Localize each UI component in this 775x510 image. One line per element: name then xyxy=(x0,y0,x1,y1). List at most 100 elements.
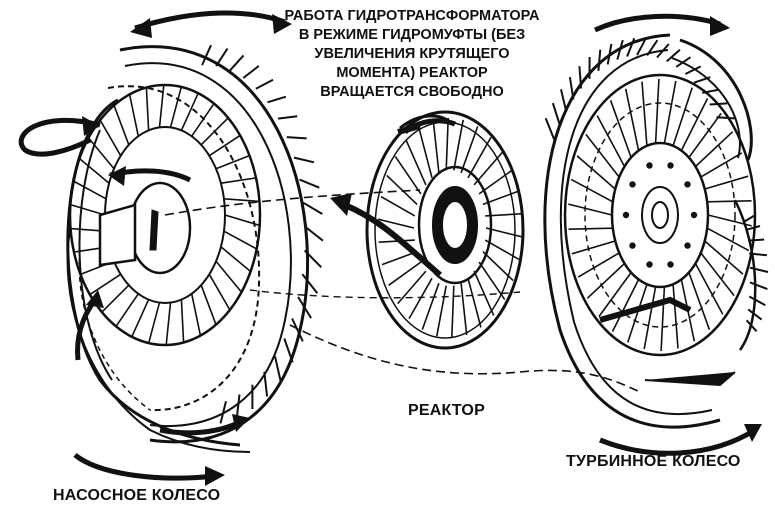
pump-blade xyxy=(180,92,199,131)
reactor-blade xyxy=(405,140,427,186)
turbine-blade xyxy=(672,87,693,146)
turbine-blade xyxy=(609,100,632,158)
pump-label: НАСОСНОЕ КОЛЕСО xyxy=(53,487,221,504)
turbine-blade xyxy=(627,284,648,343)
title-line: В РЕЖИМЕ ГИДРОМУФТЫ (БЕЗ xyxy=(298,27,526,43)
pump-blade xyxy=(215,154,250,170)
reactor-blade xyxy=(436,285,447,337)
pump-blade xyxy=(223,230,258,250)
reactor-blade xyxy=(473,270,495,316)
turbine-bolt xyxy=(667,261,674,268)
turbine-comb-vane xyxy=(746,225,761,231)
turbine-blade xyxy=(585,133,620,178)
reactor-blade xyxy=(418,128,433,179)
turbine-slot xyxy=(684,65,702,75)
reactor-blade xyxy=(388,261,422,286)
pump-slot xyxy=(304,225,324,242)
reactor-blade xyxy=(408,277,433,319)
reactor-blade xyxy=(394,155,422,195)
turbine-bolt xyxy=(684,242,691,249)
pump-slot xyxy=(201,44,212,66)
pump-blade xyxy=(220,246,252,273)
pump-slot xyxy=(255,78,274,90)
reactor-blade xyxy=(451,285,455,339)
pump-blade xyxy=(145,87,150,131)
turbine-blade xyxy=(680,98,709,151)
pump-slot xyxy=(301,273,319,294)
turbine-slot xyxy=(693,76,711,84)
rotation-arrow-icon xyxy=(18,10,762,486)
turbine-blade xyxy=(694,131,734,168)
turbine-bolt xyxy=(629,242,636,249)
pump-blade xyxy=(200,284,217,325)
turbine-slot xyxy=(544,117,556,141)
pump-slot xyxy=(215,47,229,67)
turbine-blade xyxy=(672,284,679,349)
reactor-blade xyxy=(467,137,492,179)
reactor-blade xyxy=(397,270,427,305)
turbine-comb-vane xyxy=(749,266,769,273)
reactor-label: РЕАКТОР xyxy=(408,402,485,419)
turbine-slot xyxy=(616,39,624,60)
turbine-blade xyxy=(700,152,743,178)
turbine-bolt xyxy=(622,211,630,219)
pump-blade xyxy=(190,293,202,336)
turbine-slot xyxy=(606,43,613,65)
turbine-slot xyxy=(578,66,583,89)
turbine-slot xyxy=(551,102,561,126)
title-line: РАБОТА ГИДРОТРАНСФОРМАТОРА xyxy=(284,8,540,24)
reactor-blade xyxy=(460,126,479,174)
turbine-slot xyxy=(597,49,602,71)
pump-blade xyxy=(131,299,150,338)
turbine-slot xyxy=(666,48,681,63)
reactor-blade xyxy=(380,195,416,217)
pump-blade xyxy=(72,180,107,200)
pump-slot xyxy=(229,54,245,72)
pump-blade xyxy=(215,260,243,293)
turbine-blade xyxy=(577,252,620,278)
turbine-slot xyxy=(646,39,659,56)
turbine-blade xyxy=(568,203,613,216)
pump-blade xyxy=(147,302,161,344)
reactor-blade xyxy=(386,174,418,205)
turbine-blade xyxy=(611,279,640,332)
pump-slot xyxy=(235,394,241,419)
turbine-blade xyxy=(663,80,677,144)
pump-blade xyxy=(115,293,139,327)
turbine-blade xyxy=(568,227,613,230)
pump-blade xyxy=(101,284,130,313)
turbine-blade xyxy=(706,227,750,252)
reactor-blade xyxy=(432,120,440,173)
pump-blade xyxy=(220,177,257,184)
turbine-blade xyxy=(643,286,657,350)
turbine-slot xyxy=(656,43,670,59)
turbine-blade xyxy=(688,112,722,158)
pump-slot xyxy=(263,371,269,397)
turbine-comb-vane xyxy=(748,295,766,307)
reactor-stator-icon xyxy=(365,110,525,350)
title-line: УВЕЛИЧЕНИЯ КРУТЯЩЕГО xyxy=(314,46,510,62)
pump-blade xyxy=(70,203,106,216)
turbine-blade xyxy=(707,200,752,203)
turbine-bolt xyxy=(684,181,691,188)
turbine-blade xyxy=(576,155,616,190)
turbine-slot xyxy=(560,89,568,113)
turbine-blade xyxy=(704,175,749,190)
pump-blade xyxy=(78,157,110,184)
pump-blade xyxy=(200,117,229,146)
pump-blade xyxy=(158,84,165,128)
pump-slot xyxy=(291,318,304,342)
pump-blade xyxy=(113,105,130,146)
pump-slot xyxy=(283,338,294,363)
turbine-blade xyxy=(654,78,660,144)
reactor-blade xyxy=(482,251,514,282)
pump-slot xyxy=(297,296,312,319)
pump-blade xyxy=(208,273,231,311)
pump-blade xyxy=(89,273,122,296)
turbine-blade xyxy=(586,262,626,299)
title-line: ВРАЩАЕТСЯ СВОБОДНО xyxy=(320,84,504,100)
turbine-blade xyxy=(624,88,640,151)
turbine-blade xyxy=(688,272,711,330)
